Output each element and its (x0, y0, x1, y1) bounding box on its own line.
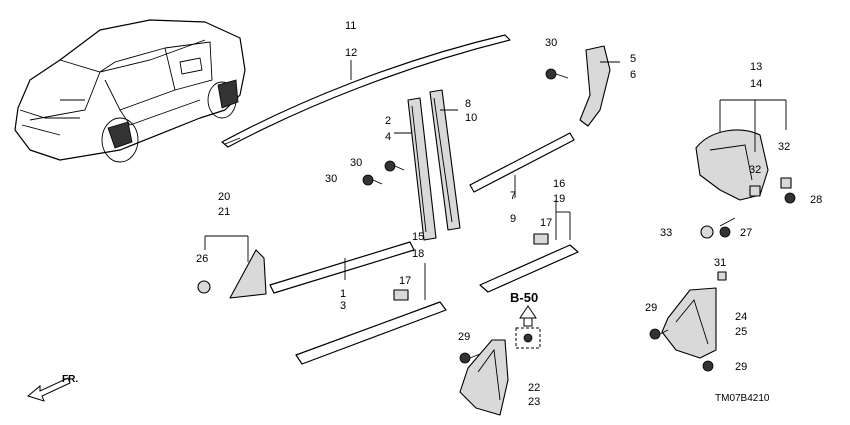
pillar-garnish-rear (429, 89, 461, 231)
front-door-molding (269, 241, 415, 294)
callout-9: 9 (510, 213, 516, 225)
callout-4: 4 (385, 131, 391, 143)
callout-7: 7 (510, 190, 516, 202)
diagram-code: TM07B4210 (715, 393, 770, 404)
fasteners (197, 68, 796, 372)
callout-18: 18 (412, 248, 424, 260)
corner-garnish (204, 235, 267, 299)
callout-32-left: 32 (749, 164, 761, 176)
callout-23: 23 (528, 396, 540, 408)
reference-b50-label: B-50 (510, 290, 538, 305)
callout-6: 6 (630, 69, 636, 81)
callout-27: 27 (740, 227, 752, 239)
rear-splash-guard (695, 99, 787, 201)
callout-labels: 11 12 30 5 6 8 10 2 4 13 14 30 30 7 9 16… (62, 20, 822, 408)
callout-5: 5 (630, 53, 636, 65)
pillar-garnish-front (394, 97, 437, 241)
callout-29-rear-top: 29 (645, 302, 657, 314)
quarter-garnish (579, 45, 620, 127)
callout-11: 11 (345, 20, 356, 32)
callout-32-right: 32 (778, 141, 790, 153)
callout-30-mid: 30 (350, 157, 362, 169)
rear-mud-flap (661, 287, 717, 359)
car-overview-illustration (14, 19, 246, 163)
front-mud-flap (459, 339, 509, 416)
callout-29-rear-bottom: 29 (735, 361, 747, 373)
callout-15: 15 (412, 231, 424, 243)
callout-21: 21 (218, 206, 230, 218)
callout-16: 16 (553, 178, 565, 190)
callout-28: 28 (810, 194, 822, 206)
callout-30-low: 30 (325, 173, 337, 185)
callout-26: 26 (196, 253, 208, 265)
callout-17-right: 17 (540, 217, 552, 229)
callout-33: 33 (660, 227, 672, 239)
callout-31: 31 (714, 257, 726, 269)
callout-20: 20 (218, 191, 230, 203)
callout-22: 22 (528, 382, 540, 394)
callout-3: 3 (340, 300, 346, 312)
callout-25: 25 (735, 326, 747, 338)
front-side-sill-garnish (295, 263, 447, 365)
callout-24: 24 (735, 311, 747, 323)
callout-8: 8 (465, 98, 471, 110)
callout-30-top: 30 (545, 37, 557, 49)
callout-10: 10 (465, 112, 477, 124)
callout-14: 14 (750, 78, 762, 90)
callout-2: 2 (385, 115, 391, 127)
callout-1: 1 (340, 288, 346, 300)
callout-12: 12 (345, 47, 357, 59)
roof-molding (221, 34, 511, 148)
callout-29-front: 29 (458, 331, 470, 343)
callout-19: 19 (553, 193, 565, 205)
front-direction-arrow (26, 377, 71, 402)
callout-13: 13 (750, 61, 762, 73)
b50-reference (515, 305, 541, 349)
rear-side-sill-garnish (479, 200, 579, 293)
callout-17-left: 17 (399, 275, 411, 287)
front-direction-label: FR. (62, 374, 78, 385)
rear-door-molding (469, 132, 575, 198)
